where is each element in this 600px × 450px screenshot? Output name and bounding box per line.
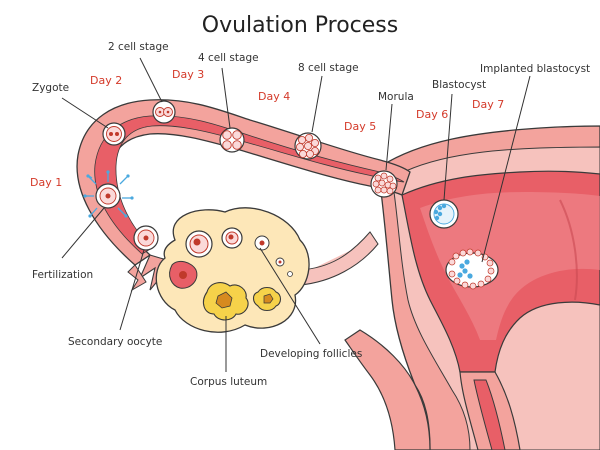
developing-follicle-medium — [221, 227, 243, 249]
label-4-cell-stage: 4 cell stage — [198, 52, 259, 64]
day-label-4: Day 4 — [258, 90, 290, 103]
label-corpus-luteum: Corpus luteum — [190, 376, 267, 388]
day-label-1: Day 1 — [30, 176, 62, 189]
label-zygote: Zygote — [32, 82, 69, 94]
ovary — [155, 207, 310, 333]
diagram-title: Ovulation Process — [202, 13, 398, 38]
zygote-cell — [102, 122, 126, 146]
eight-cell-stage-cell — [294, 132, 322, 160]
label-8-cell-stage: 8 cell stage — [298, 62, 359, 74]
day-label-2: Day 2 — [90, 74, 122, 87]
day-label-7: Day 7 — [472, 98, 504, 111]
sperm-icon — [85, 172, 132, 217]
day-label-3: Day 3 — [172, 68, 204, 81]
corpus-luteum-large — [202, 282, 249, 321]
label-fertilization: Fertilization — [32, 269, 93, 281]
label-developing-follicles: Developing follicles — [260, 348, 362, 360]
four-cell-stage-cell — [219, 127, 245, 153]
ovarian-ligament — [299, 231, 379, 286]
developing-follicle-tiny — [275, 257, 293, 277]
corpus-luteum-small — [252, 286, 282, 312]
label-morula: Morula — [378, 91, 414, 103]
two-cell-stage-cell — [152, 100, 176, 124]
leader-lines — [61, 57, 531, 372]
day-label-5: Day 5 — [344, 120, 376, 133]
day-label-6: Day 6 — [416, 108, 448, 121]
label-implanted-blastocyst: Implanted blastocyst — [480, 63, 590, 75]
label-2-cell-stage: 2 cell stage — [108, 41, 169, 53]
label-blastocyst: Blastocyst — [432, 79, 486, 91]
developing-follicle-large — [185, 230, 213, 258]
label-secondary-oocyte: Secondary oocyte — [68, 336, 162, 348]
blastocyst-cell — [429, 199, 459, 229]
morula-cell — [370, 170, 398, 198]
secondary-oocyte-cell — [133, 225, 159, 251]
fertilization-cell — [83, 170, 134, 218]
developing-follicle-small — [254, 235, 270, 251]
implanted-blastocyst-cell — [445, 248, 499, 290]
